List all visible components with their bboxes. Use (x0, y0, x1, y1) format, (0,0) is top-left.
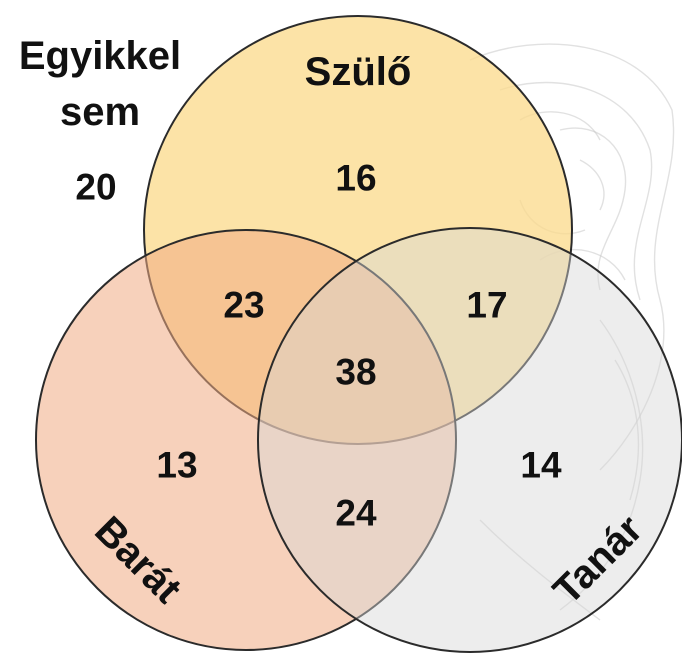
outside-value: 20 (75, 167, 116, 208)
region-barat-tanar: 24 (335, 493, 377, 534)
region-szulo-barat: 23 (223, 285, 264, 326)
region-szulo-tanar: 17 (466, 285, 507, 326)
region-all-three: 38 (335, 352, 376, 393)
outside-label-line2: sem (60, 90, 140, 134)
background-sketch (469, 43, 675, 621)
set-label-szulo: Szülő (305, 50, 412, 94)
venn-circles (35, 15, 682, 653)
circle-barat (35, 229, 457, 651)
region-barat-only: 13 (156, 445, 197, 486)
region-tanar-only: 14 (520, 445, 562, 486)
region-szulo-only: 16 (335, 158, 376, 199)
outside-label-line1: Egyikkel (19, 34, 181, 78)
circle-tanar (257, 227, 682, 653)
